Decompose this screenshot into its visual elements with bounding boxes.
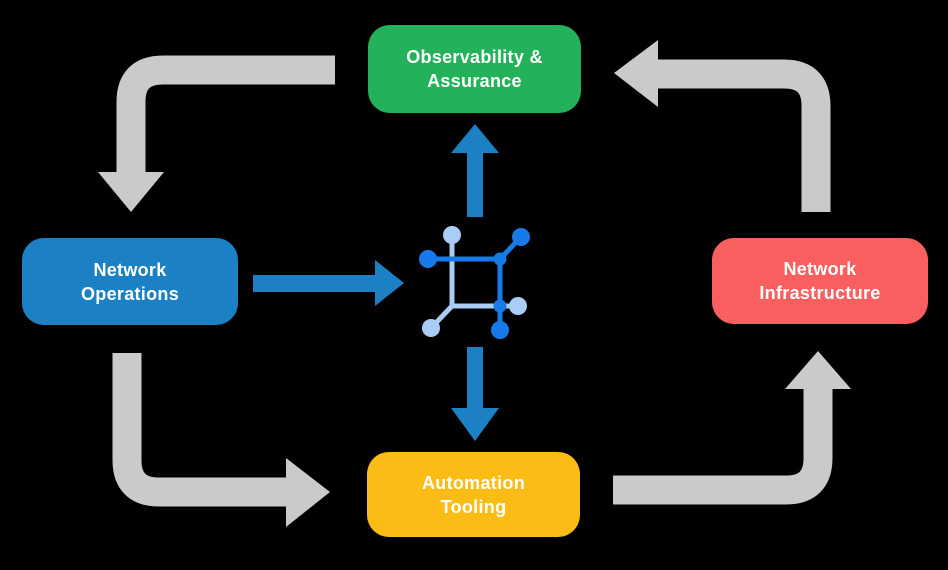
arrow-core-to-observability xyxy=(451,124,499,217)
arrow-operations-to-core xyxy=(253,260,404,306)
node-label-line: Automation xyxy=(422,472,525,493)
node-network-infrastructure: Network Infrastructure xyxy=(712,238,928,324)
icon-light-lines xyxy=(428,232,521,331)
arrow-shaft xyxy=(658,59,831,212)
arrow-shaft xyxy=(613,388,833,505)
arrow-operations-to-automation xyxy=(112,353,330,527)
arrow-shaft xyxy=(112,353,287,507)
node-label-line: Tooling xyxy=(440,496,507,517)
arrow-head xyxy=(98,172,164,212)
node-label-line: Network xyxy=(783,259,857,279)
node-label-line: Network xyxy=(93,259,167,280)
network-mesh-icon xyxy=(419,226,530,339)
arrow-observability-to-operations xyxy=(98,55,335,212)
arrow-shaft xyxy=(116,55,335,174)
arrow-automation-to-infrastructure xyxy=(613,351,851,505)
node-observability-assurance: Observability & Assurance xyxy=(368,25,581,113)
node-label-line: Infrastructure xyxy=(759,283,881,303)
node-label-line: Assurance xyxy=(427,71,522,91)
node-label-line: Observability & xyxy=(406,47,543,67)
icon-light-nodes xyxy=(422,226,527,337)
node-automation-tooling: Automation Tooling xyxy=(367,452,580,537)
arrow-head xyxy=(286,458,330,527)
icon-dark-nodes xyxy=(419,228,530,339)
arrow-core-to-automation xyxy=(451,347,499,441)
arrow-head xyxy=(614,40,658,107)
node-network-operations: Network Operations xyxy=(22,238,238,325)
node-label-line: Operations xyxy=(80,283,180,304)
arrow-head xyxy=(785,351,851,389)
arrow-infrastructure-to-observability xyxy=(614,40,831,212)
